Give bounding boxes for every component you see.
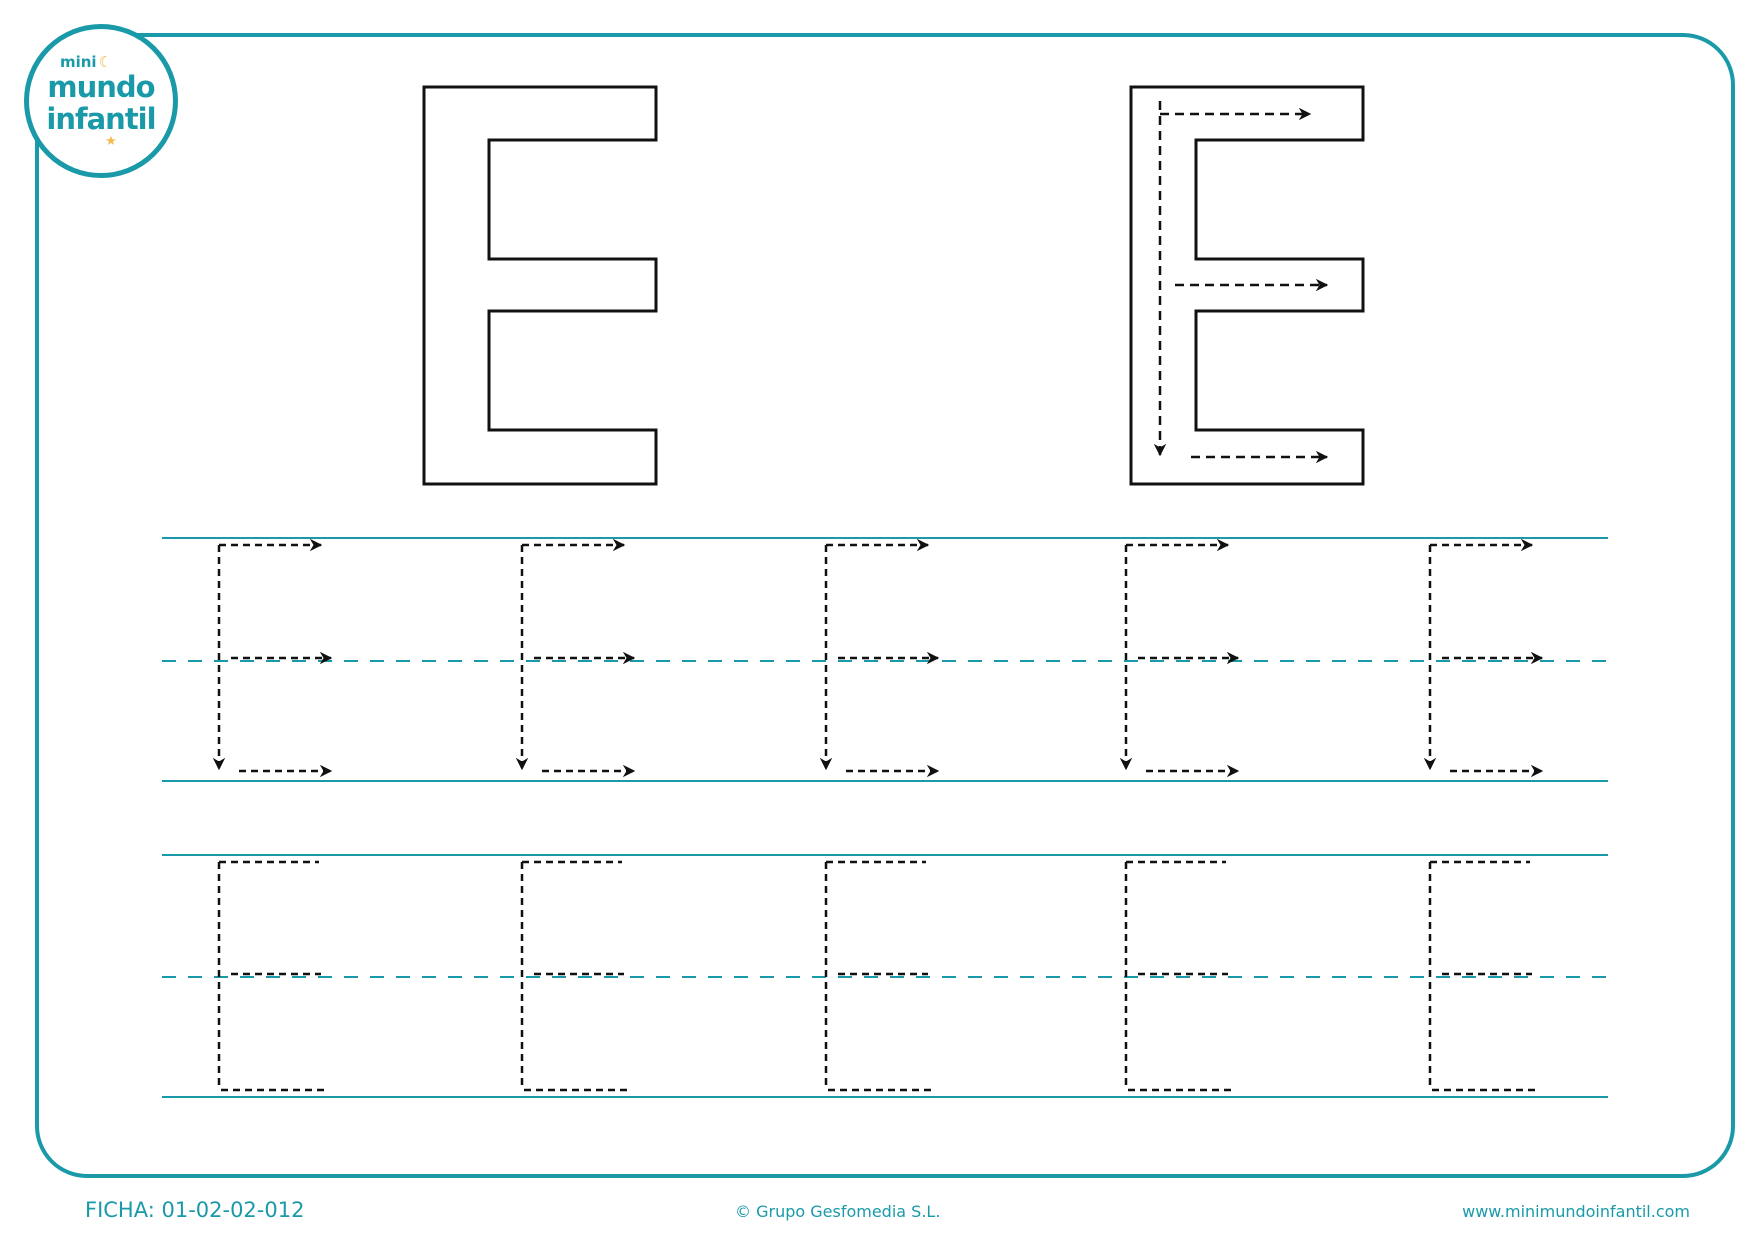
- sheet-id: FICHA: 01-02-02-012: [85, 1198, 305, 1222]
- copyright: © Grupo Gesfomedia S.L.: [735, 1202, 941, 1221]
- logo-text: mini: [59, 53, 97, 71]
- tracing-letter-e: [217, 860, 329, 1092]
- tracing-letter-e: [819, 538, 940, 778]
- tracing-letter-e: [1124, 860, 1236, 1092]
- moon-icon: ☾: [98, 53, 113, 71]
- tracing-letter-e: [520, 860, 632, 1092]
- tracing-letter-e: [1119, 538, 1240, 778]
- logo-text: mundo: [47, 70, 155, 104]
- worksheet-frame: [35, 33, 1735, 1178]
- tracing-letter-e: [1428, 860, 1540, 1092]
- brand-logo: mini☾ mundo infantil ★: [24, 24, 178, 178]
- website-link[interactable]: www.minimundoinfantil.com: [1462, 1202, 1690, 1221]
- tracing-letter-e: [212, 538, 333, 778]
- tracing-letter-e: [824, 860, 936, 1092]
- letter-e-outline-guided: [1129, 85, 1365, 486]
- letter-e-outline: [422, 85, 658, 486]
- logo-row: mini☾: [60, 53, 112, 71]
- stroke-order-arrows: [1153, 101, 1329, 464]
- tracing-letter-e: [515, 538, 636, 778]
- tracing-letter-e: [1423, 538, 1544, 778]
- star-icon: ★: [105, 134, 117, 149]
- logo-text: infantil: [46, 102, 156, 136]
